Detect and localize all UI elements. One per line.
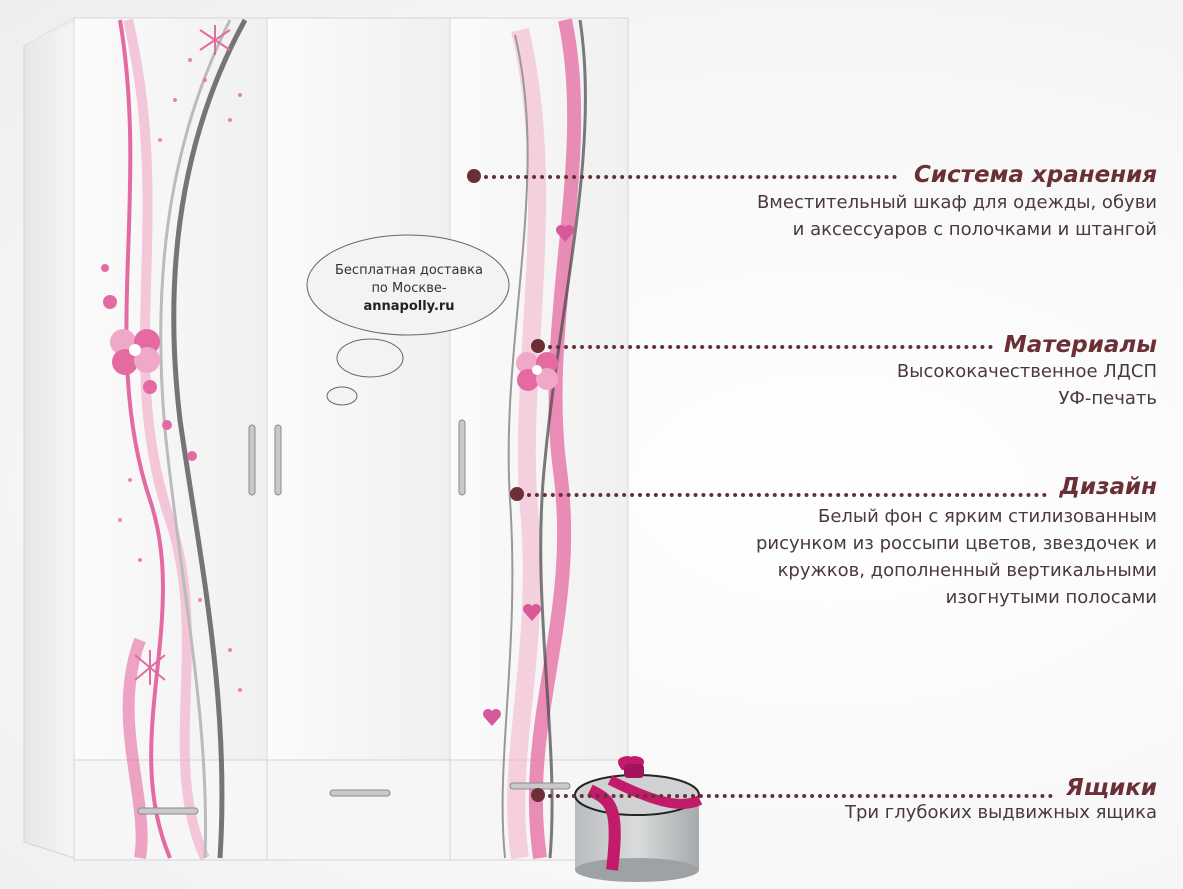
callout-marker-icon	[510, 487, 524, 501]
site-link[interactable]: annapolly.ru	[363, 299, 455, 314]
door-middle	[266, 17, 451, 761]
callout-title-storage: Система хранения	[914, 162, 1157, 188]
handle	[458, 419, 466, 496]
flower-icon	[110, 329, 160, 375]
callout-line: УФ-печать	[1058, 388, 1157, 409]
callout-line: изогнутыми полосами	[945, 587, 1157, 608]
bubble-line-1: Бесплатная доставка	[335, 263, 483, 278]
callout-title-materials: Материалы	[1003, 332, 1157, 358]
callout-text-drawers: Три глубоких выдвижных ящика	[845, 799, 1157, 826]
handle	[248, 424, 256, 496]
callout-title-drawers: Ящики	[1066, 775, 1157, 801]
flower-icon	[516, 352, 558, 391]
callout-text-storage: Вместительный шкаф для одежды, обуви и а…	[757, 189, 1157, 243]
delivery-bubble-text: Бесплатная доставка по Москве- annapolly…	[309, 262, 509, 316]
callout-connector	[548, 794, 1053, 798]
callout-line: кружков, дополненный вертикальными	[777, 560, 1157, 581]
callout-line: рисунком из россыпи цветов, звездочек и	[755, 533, 1157, 554]
bubble-line-3: annapolly.ru	[309, 298, 509, 316]
callout-connector	[548, 345, 993, 349]
handle	[274, 424, 282, 496]
callout-marker-icon	[467, 169, 481, 183]
drawer-middle	[266, 759, 451, 861]
callout-text-materials: Высококачественное ЛДСП УФ-печать	[897, 358, 1157, 412]
callout-line: Вместительный шкаф для одежды, обуви	[756, 192, 1157, 213]
callout-text-design: Белый фон с ярким стилизованным рисунком…	[756, 503, 1157, 611]
callout-line: Белый фон с ярким стилизованным	[817, 506, 1157, 527]
callout-title-design: Дизайн	[1059, 474, 1158, 500]
drawer-handle	[137, 807, 199, 815]
speech-bubble	[306, 234, 510, 336]
callout-line: Три глубоких выдвижных ящика	[844, 802, 1157, 823]
bubble-line-2: по Москве-	[371, 281, 447, 296]
door-left	[73, 17, 268, 761]
drawer-handle	[329, 789, 391, 797]
gift-box-icon	[574, 756, 703, 882]
callout-marker-icon	[531, 339, 545, 353]
callout-line: Высококачественное ЛДСП	[896, 361, 1157, 382]
callout-line: и аксессуаров с полочками и штангой	[792, 219, 1157, 240]
callout-connector	[527, 493, 1047, 497]
callout-marker-icon	[531, 788, 545, 802]
callout-connector	[484, 175, 897, 179]
